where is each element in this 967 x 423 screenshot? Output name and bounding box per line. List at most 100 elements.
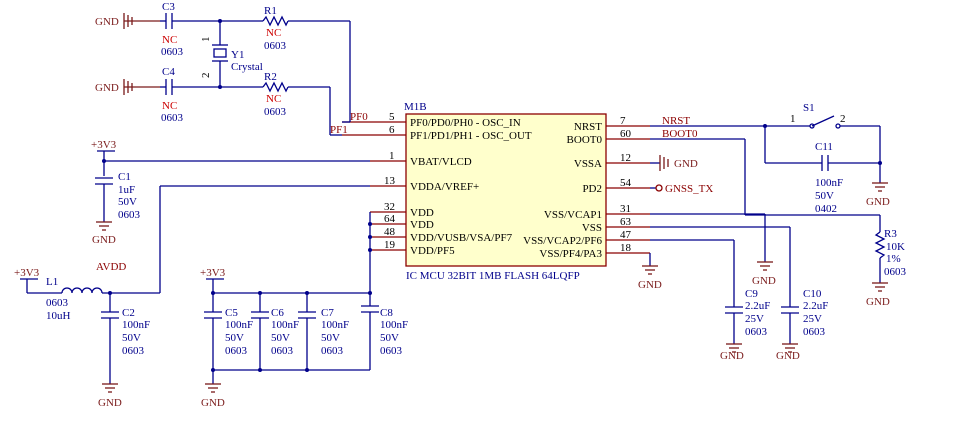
gnd-symbol-c4 [123, 79, 160, 95]
v33-label-c1: +3V3 [91, 139, 117, 151]
ic-pin-name-54: PD2 [582, 183, 602, 195]
c2-voltage: 50V [122, 332, 141, 344]
c11-package: 0402 [815, 203, 837, 215]
ic-pin-num-48: 48 [384, 226, 396, 238]
ic-pin-name-13: VDDA/VREF+ [410, 181, 479, 193]
ic-pin-name-1: VBAT/VLCD [410, 156, 472, 168]
ic-pin-name-63: VSS [582, 222, 602, 234]
capacitor-c3 [160, 13, 263, 29]
c9-value: 2.2uF [745, 300, 770, 312]
ic-pin-name-7: NRST [574, 121, 602, 133]
c9-voltage: 25V [745, 313, 764, 325]
c5-package: 0603 [225, 345, 248, 357]
c8-value: 100nF [380, 319, 408, 331]
r2-ref: R2 [264, 71, 277, 83]
capacitor-c10 [781, 306, 799, 344]
gnd-label-c3: GND [95, 16, 119, 28]
ic-pin-name-32: VDD [410, 207, 434, 219]
gnd-label-vssa: GND [674, 158, 698, 170]
v33-label-l1: +3V3 [14, 267, 40, 279]
r1-package: 0603 [264, 40, 287, 52]
gnd-label-c1: GND [92, 234, 116, 246]
gnd-label-c9: GND [720, 350, 744, 362]
gnd-symbol-c9 [726, 343, 742, 353]
gnd-symbol-c2 [102, 383, 118, 393]
s1-pin2: 2 [840, 113, 846, 125]
ic-pin-num-63: 63 [620, 216, 632, 228]
junction-vdd-48 [368, 235, 372, 239]
gnd-symbol-vssa [659, 155, 669, 171]
c8-voltage: 50V [380, 332, 399, 344]
c5-ref: C5 [225, 307, 238, 319]
s1-ref: S1 [803, 102, 815, 114]
capacitor-c8 [361, 293, 379, 370]
ic-pin-num-19: 19 [384, 239, 396, 251]
r3-package: 0603 [884, 266, 907, 278]
c10-ref: C10 [803, 288, 822, 300]
port-gnss-tx [655, 184, 663, 192]
r3-tolerance: 1% [886, 253, 901, 265]
c6-value: 100nF [271, 319, 299, 331]
resistor-r1 [262, 15, 351, 123]
ic-pin-num-54: 54 [620, 177, 632, 189]
c11-voltage: 50V [815, 190, 834, 202]
ic-pin-num-7: 7 [620, 115, 626, 127]
capacitor-c1 [95, 177, 113, 222]
gnd-label-vss18: GND [638, 279, 662, 291]
r3-value: 10K [886, 241, 905, 253]
c1-value: 1uF [118, 184, 135, 196]
c7-package: 0603 [321, 345, 344, 357]
gnd-label-c2: GND [98, 397, 122, 409]
ic-description: IC MCU 32BIT 1MB FLASH 64LQFP [406, 270, 580, 282]
ic-pin-num-64: 64 [384, 213, 396, 225]
switch-s1 [790, 115, 880, 129]
y1-pin2: 2 [200, 73, 212, 79]
c2-value: 100nF [122, 319, 150, 331]
inductor-l1 [61, 287, 103, 294]
gnd-symbol-r3 [872, 282, 888, 292]
ic-pin-name-47: VSS/VCAP2/PF6 [523, 235, 602, 247]
ic-pin-num-13: 13 [384, 175, 396, 187]
l1-value: 10uH [46, 310, 71, 322]
c11-ref: C11 [815, 141, 833, 153]
ic-pin-name-5: PF0/PD0/PH0 - OSC_IN [410, 117, 521, 129]
gnd-label-r3: GND [866, 296, 890, 308]
capacitor-c2 [101, 293, 119, 384]
c5-voltage: 50V [225, 332, 244, 344]
l1-package: 0603 [46, 297, 69, 309]
ic-pin-num-32: 32 [384, 201, 395, 213]
r2-value: NC [266, 93, 281, 105]
ic-pin-name-18: VSS/PF4/PA3 [539, 248, 602, 260]
junction-vdd-64 [368, 222, 372, 226]
y1-value: Crystal [231, 61, 263, 73]
r3-ref: R3 [884, 228, 897, 240]
c7-value: 100nF [321, 319, 349, 331]
resistor-r3 [874, 231, 886, 283]
r1-value: NC [266, 27, 281, 39]
gnd-label-vss1: GND [752, 275, 776, 287]
c10-value: 2.2uF [803, 300, 828, 312]
ic-pin-name-60: BOOT0 [567, 134, 603, 146]
ic-pin-num-6: 6 [389, 124, 395, 136]
gnd-symbol-s1 [872, 182, 888, 192]
resistor-r2 [262, 81, 342, 136]
ic-pin-num-5: 5 [389, 111, 395, 123]
c2-ref: C2 [122, 307, 135, 319]
ic-pin-name-64: VDD [410, 219, 434, 231]
net-label-pf0: PF0 [350, 111, 368, 123]
gnd-symbol-c5 [205, 383, 221, 393]
ic-pin-num-60: 60 [620, 128, 632, 140]
net-label-nrst: NRST [662, 115, 690, 127]
gnd-symbol-c3 [123, 13, 160, 29]
ic-body-m1b [405, 113, 607, 267]
junction-c1 [102, 159, 106, 163]
c1-package: 0603 [118, 209, 141, 221]
c8-package: 0603 [380, 345, 403, 357]
c3-package: 0603 [161, 46, 184, 58]
gnd-label-c10: GND [776, 350, 800, 362]
c2-package: 0603 [122, 345, 145, 357]
capacitor-c9 [725, 306, 743, 344]
ic-pin-name-6: PF1/PD1/PH1 - OSC_OUT [410, 130, 532, 142]
